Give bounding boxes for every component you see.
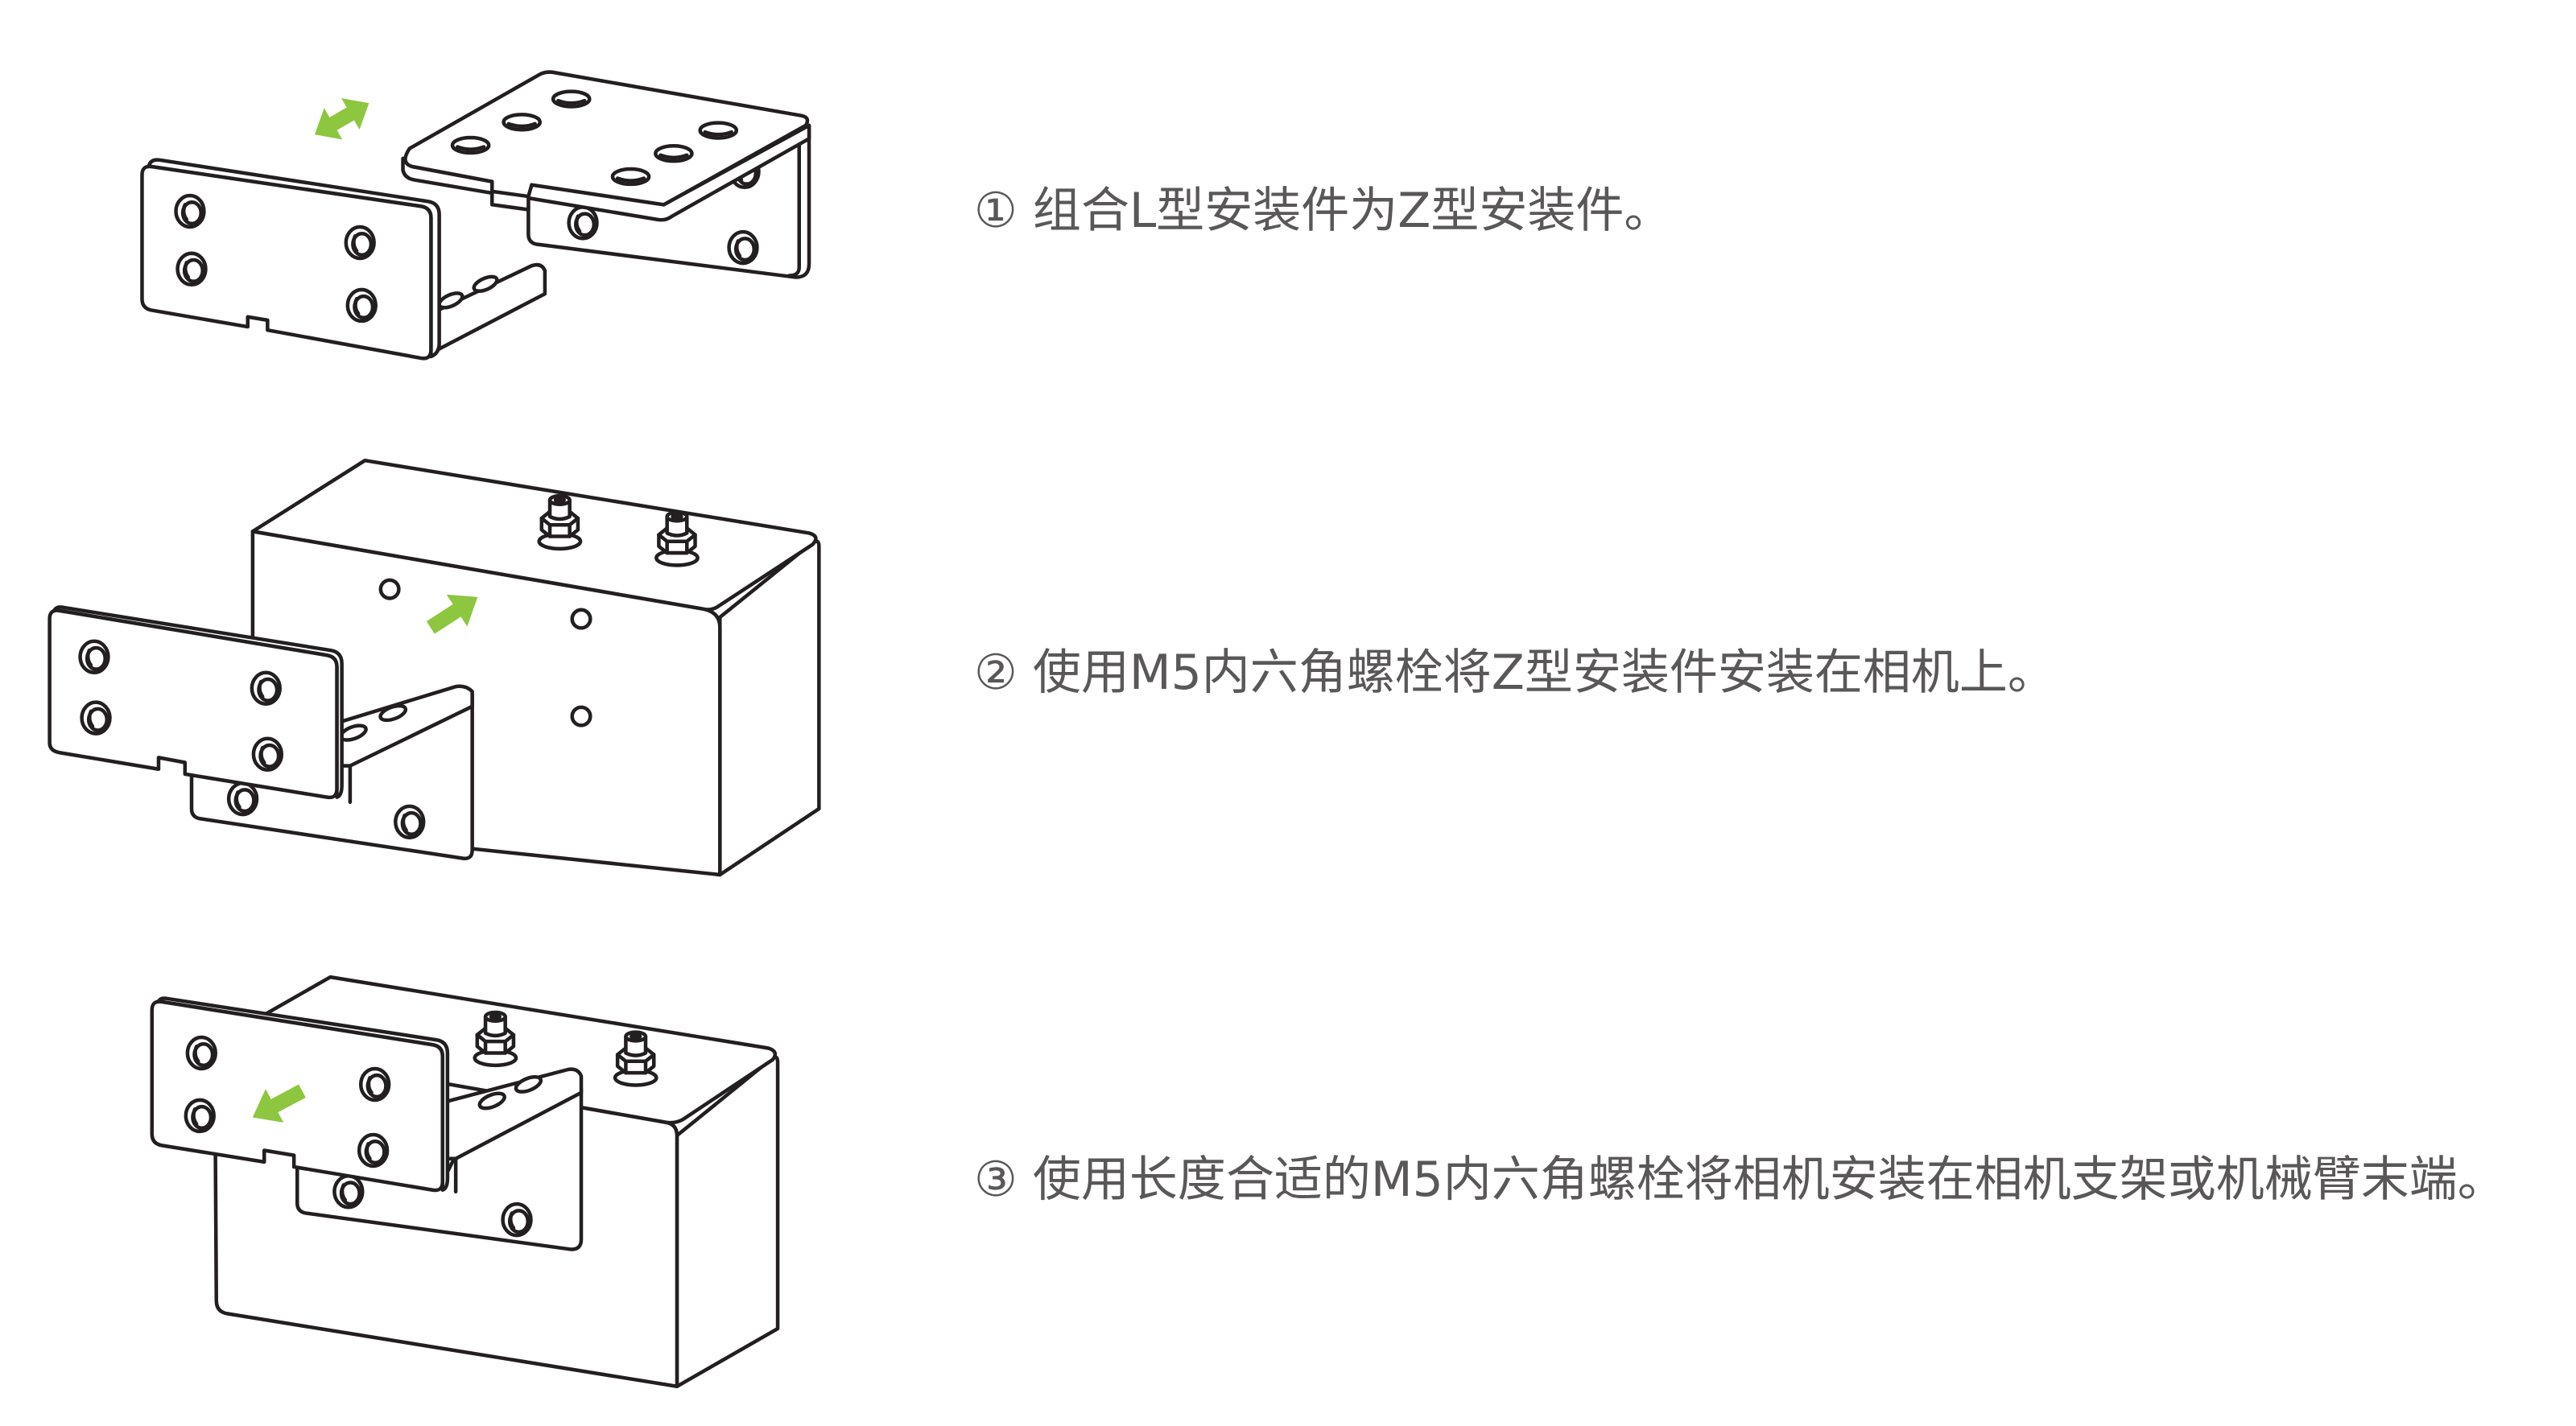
bracket-top-plate bbox=[403, 70, 810, 207]
countersunk-hole bbox=[359, 1135, 387, 1166]
countersunk-hole bbox=[569, 207, 597, 238]
mounting-hole bbox=[570, 705, 592, 727]
countersunk-hole bbox=[188, 1037, 216, 1069]
flat-hole bbox=[655, 146, 691, 161]
flat-hole bbox=[472, 274, 499, 293]
flat-hole bbox=[452, 138, 489, 153]
bracket-flange bbox=[440, 1067, 584, 1161]
figure-step-1 bbox=[140, 70, 811, 361]
countersunk-hole bbox=[334, 1176, 362, 1207]
countersunk-hole bbox=[82, 703, 110, 734]
step-1-instruction: ① 组合L型安装件为Z型安装件。 bbox=[974, 183, 1673, 239]
countersunk-hole bbox=[729, 232, 758, 263]
z-bracket bbox=[47, 605, 474, 861]
flat-hole bbox=[613, 169, 649, 184]
countersunk-hole bbox=[395, 806, 423, 838]
bracket-flange bbox=[335, 684, 474, 768]
flat-hole bbox=[514, 1075, 543, 1094]
flat-hole bbox=[378, 703, 408, 723]
l-bracket-right bbox=[401, 70, 811, 279]
flat-hole bbox=[553, 92, 589, 107]
countersunk-hole bbox=[503, 1204, 531, 1235]
bracket-plate-edge bbox=[787, 130, 801, 278]
countersunk-hole bbox=[80, 641, 109, 673]
countersunk-hole bbox=[254, 739, 282, 770]
step-2-instruction: ② 使用M5内六角螺栓将Z型安装件安装在相机上。 bbox=[974, 645, 2056, 701]
bracket-plate-thickness bbox=[401, 123, 811, 222]
mounting-hole bbox=[570, 608, 592, 630]
l-bracket-left bbox=[140, 158, 547, 361]
assembly-figures bbox=[47, 70, 821, 1389]
flat-hole bbox=[700, 123, 737, 138]
mounting-hole bbox=[378, 578, 401, 600]
countersunk-hole bbox=[178, 253, 206, 285]
figure-step-3 bbox=[150, 975, 780, 1389]
step-3-instruction: ③ 使用长度合适的M5内六角螺栓将相机安装在相机支架或机械臂末端。 bbox=[974, 1152, 2506, 1208]
figure-step-2 bbox=[47, 458, 821, 877]
countersunk-hole bbox=[361, 1069, 389, 1100]
countersunk-hole bbox=[186, 1100, 214, 1131]
bracket-flange bbox=[429, 262, 547, 356]
countersunk-hole bbox=[346, 227, 374, 258]
flat-hole bbox=[504, 114, 540, 130]
countersunk-hole bbox=[229, 783, 257, 814]
countersunk-hole bbox=[348, 290, 376, 321]
countersunk-hole bbox=[252, 673, 280, 704]
double-arrow-icon bbox=[305, 87, 378, 150]
flat-hole bbox=[477, 1091, 506, 1111]
countersunk-hole bbox=[176, 196, 204, 227]
